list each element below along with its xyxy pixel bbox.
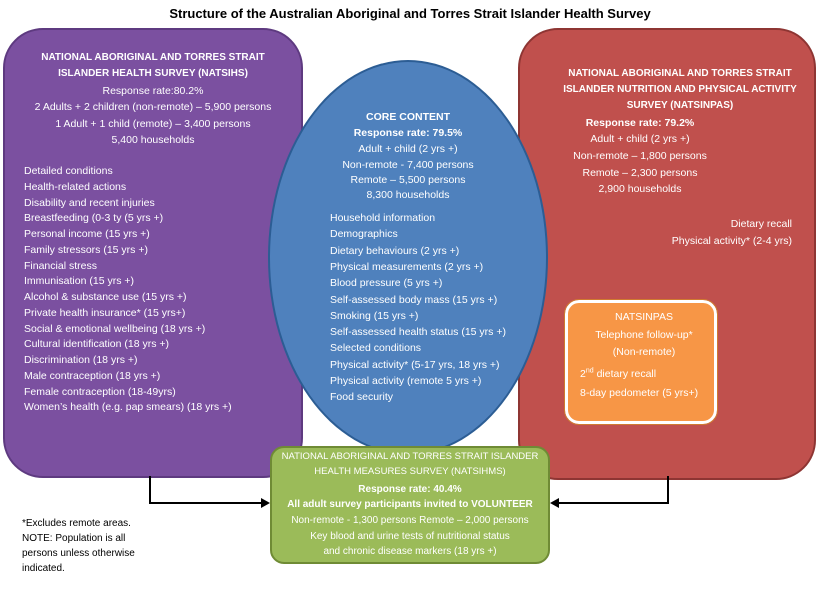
natsihms-box	[270, 446, 550, 564]
list-item: Family stressors (15 yrs +)	[24, 243, 148, 256]
followup-sub-1: Telephone follow-up*	[595, 329, 693, 341]
natsinpas-heading-1: NATIONAL ABORIGINAL AND TORRES STRAIT	[568, 68, 792, 79]
list-item: Financial stress	[24, 259, 97, 272]
core-response-rate: Response rate: 79.5%	[353, 127, 463, 139]
list-item: Household information	[330, 212, 436, 224]
list-item: Women’s health (e.g. pap smears) (18 yrs…	[24, 401, 232, 414]
natsihms-volunteer: All adult survey participants invited to…	[287, 499, 533, 510]
natsinpas-item-physical-activity: Physical activity* (2-4 yrs)	[671, 235, 792, 247]
list-item: Self-assessed body mass (15 yrs +)	[330, 293, 498, 306]
followup-box	[564, 299, 718, 425]
list-item: Social & emotional wellbeing (18 yrs +)	[24, 322, 206, 335]
list-item: Disability and recent injuries	[24, 196, 155, 209]
list-item: Blood pressure (5 yrs +)	[330, 277, 443, 290]
natsinpas-stat-1: Non-remote – 1,800 persons	[573, 150, 707, 162]
natsinpas-item-dietary-recall: Dietary recall	[730, 218, 792, 230]
core-heading: CORE CONTENT	[366, 111, 450, 123]
list-item: Demographics	[330, 228, 398, 241]
natsihms-response-rate: Response rate: 40.4%	[358, 484, 462, 495]
core-stat-2: Remote – 5,500 persons	[350, 174, 466, 186]
footnote-excludes-remote: *Excludes remote areas.	[22, 518, 131, 529]
natsihms-tests-1: Key blood and urine tests of nutritional…	[310, 531, 510, 542]
arrow-right-connector	[558, 476, 669, 504]
natsihms-persons: Non-remote - 1,300 persons Remote – 2,00…	[291, 515, 529, 526]
natsinpas-stat-3: 2,900 households	[598, 183, 682, 195]
list-item: Self-assessed health status (15 yrs +)	[330, 326, 506, 339]
list-item: Discrimination (18 yrs +)	[24, 354, 138, 366]
list-item: Personal income (15 yrs +)	[24, 228, 150, 240]
list-item: Physical activity* (5-17 yrs, 18 yrs +)	[330, 358, 500, 371]
followup-line-dietary-num: 2	[580, 368, 586, 380]
core-content-ellipse	[268, 60, 548, 455]
list-item: Male contraception (18 yrs +)	[24, 369, 161, 382]
list-item: Smoking (15 yrs +)	[330, 309, 419, 322]
list-item: Cultural identification (18 yrs +)	[24, 338, 170, 351]
core-stat-1: Non-remote - 7,400 persons	[342, 159, 474, 171]
natsihms-heading-1: NATIONAL ABORIGINAL AND TORRES STRAIT IS…	[281, 451, 539, 462]
followup-line-dietary-sup: nd	[585, 367, 594, 375]
list-item: Private health insurance* (15 yrs+)	[24, 306, 186, 319]
list-item: Immunisation (15 yrs +)	[24, 275, 134, 288]
followup-line-dietary-rest: dietary recall	[596, 368, 657, 380]
natsinpas-heading-2: ISLANDER NUTRITION AND PHYSICAL ACTIVITY	[563, 84, 797, 95]
arrow-left-connector	[149, 476, 262, 504]
arrow-left-head	[261, 498, 270, 508]
list-item: Detailed conditions	[24, 165, 113, 177]
natsinpas-stat-2: Remote – 2,300 persons	[582, 167, 698, 179]
natsihs-response-rate: Response rate:80.2%	[102, 85, 204, 97]
natsihs-stat-households: 5,400 households	[111, 134, 195, 146]
list-item: Breastfeeding (0-3 ty (5 yrs +)	[24, 212, 164, 225]
list-item: Physical measurements (2 yrs +)	[330, 260, 484, 273]
natsihs-stat-nonremote: 2 Adults + 2 children (non-remote) – 5,9…	[34, 101, 272, 113]
arrow-right-head	[550, 498, 559, 508]
natsihms-tests-2: and chronic disease markers (18 yrs +)	[323, 546, 497, 557]
core-stat-3: 8,300 households	[366, 189, 450, 201]
footnotes: *Excludes remote areas. NOTE: Population…	[22, 516, 162, 576]
list-item: Physical activity (remote 5 yrs +)	[330, 375, 482, 387]
core-stat-0: Adult + child (2 yrs +)	[358, 143, 458, 155]
followup-heading: NATSINPAS	[615, 311, 673, 323]
list-item: Health-related actions	[24, 180, 127, 193]
followup-sub-2: (Non-remote)	[612, 346, 676, 358]
list-item: Food security	[330, 391, 394, 404]
natsinpas-stat-0: Adult + child (2 yrs +)	[590, 133, 690, 145]
list-item: Selected conditions	[330, 342, 422, 355]
list-item: Female contraception (18-49yrs)	[24, 385, 176, 398]
diagram-title: Structure of the Australian Aboriginal a…	[169, 6, 651, 21]
followup-line-pedometer: 8-day pedometer (5 yrs+)	[580, 387, 699, 399]
natsihms-heading-2: HEALTH MEASURES SURVEY (NATSIHMS)	[314, 466, 506, 477]
natsihs-stat-remote: 1 Adult + 1 child (remote) – 3,400 perso…	[55, 118, 251, 130]
natsinpas-heading-3: SURVEY (NATSINPAS)	[626, 100, 734, 111]
followup-line-dietary: 2nd dietary recall	[580, 366, 656, 382]
footnote-population: NOTE: Population is all persons unless o…	[22, 533, 135, 574]
list-item: Alcohol & substance use (15 yrs +)	[24, 291, 187, 303]
natsihs-heading-2: ISLANDER HEALTH SURVEY (NATSIHS)	[58, 68, 248, 79]
natsihs-heading-1: NATIONAL ABORIGINAL AND TORRES STRAIT	[41, 52, 265, 63]
list-item: Dietary behaviours (2 yrs +)	[330, 244, 460, 257]
natsinpas-response-rate: Response rate: 79.2%	[585, 117, 695, 129]
